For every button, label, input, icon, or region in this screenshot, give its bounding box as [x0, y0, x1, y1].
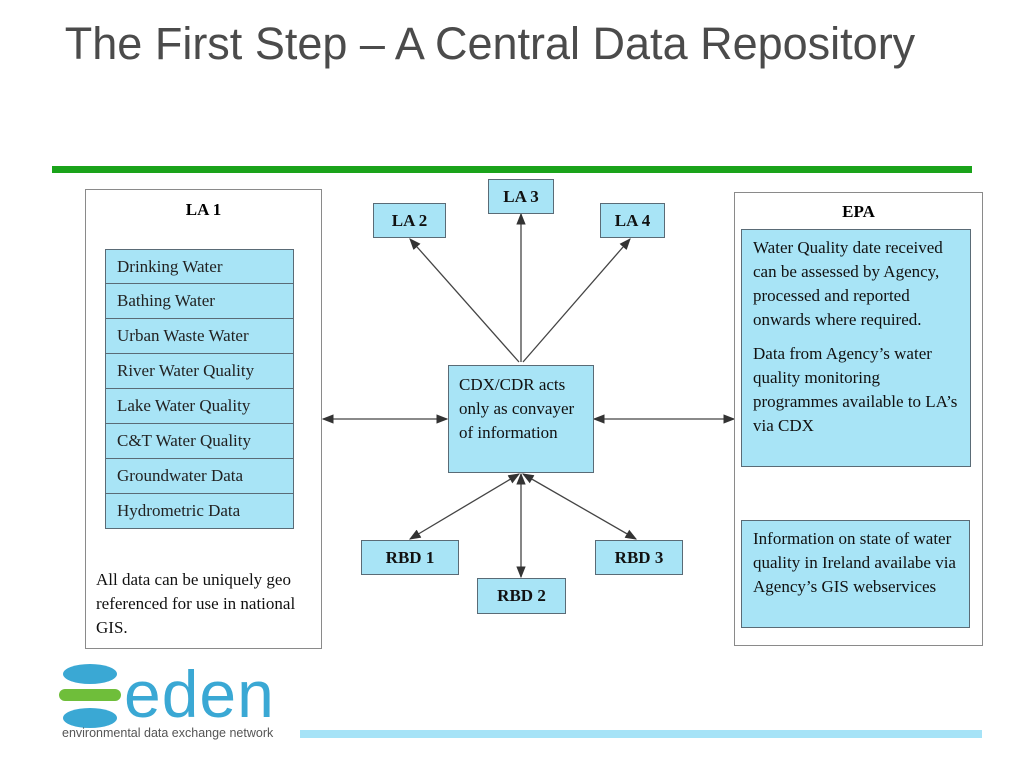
epa-monitoring-text: Data from Agency’s water quality monitor… — [753, 344, 958, 435]
epa-title: EPA — [842, 202, 875, 221]
node-cdx-cdr: CDX/CDR acts only as convayer of informa… — [448, 365, 594, 473]
arrow-cdx-la4 — [522, 238, 631, 363]
epa-gis-box: Information on state of water quality in… — [741, 520, 970, 628]
title-divider — [52, 166, 972, 173]
node-rbd3: RBD 3 — [595, 540, 683, 575]
node-la3: LA 3 — [488, 179, 554, 214]
la1-note: All data can be uniquely geo referenced … — [96, 570, 296, 637]
arrow-cdx-rbd3 — [521, 473, 638, 540]
eden-logo-mark-icon — [59, 664, 121, 728]
footer-divider — [300, 730, 982, 738]
la1-data-list: Drinking Water Bathing Water Urban Waste… — [105, 249, 294, 529]
list-item: Groundwater Data — [105, 459, 294, 494]
eden-tagline: environmental data exchange network — [62, 726, 274, 740]
list-item: Bathing Water — [105, 284, 294, 319]
node-rbd1: RBD 1 — [361, 540, 459, 575]
eden-wordmark: eden — [124, 657, 275, 731]
list-item: C&T Water Quality — [105, 424, 294, 459]
eden-logo: eden environmental data exchange network — [56, 657, 296, 746]
epa-assessment-box: Water Quality date received can be asses… — [741, 229, 971, 467]
arrow-cdx-la2 — [409, 238, 520, 363]
list-item: River Water Quality — [105, 354, 294, 389]
list-item: Urban Waste Water — [105, 319, 294, 354]
list-item: Lake Water Quality — [105, 389, 294, 424]
node-rbd2: RBD 2 — [477, 578, 566, 614]
la1-title: LA 1 — [185, 200, 222, 219]
arrow-cdx-rbd1 — [408, 473, 521, 540]
node-la4: LA 4 — [600, 203, 665, 238]
epa-assessment-text: Water Quality date received can be asses… — [753, 238, 943, 329]
node-la2: LA 2 — [373, 203, 446, 238]
list-item: Drinking Water — [105, 249, 294, 284]
slide-title: The First Step – A Central Data Reposito… — [64, 18, 916, 69]
list-item: Hydrometric Data — [105, 494, 294, 529]
